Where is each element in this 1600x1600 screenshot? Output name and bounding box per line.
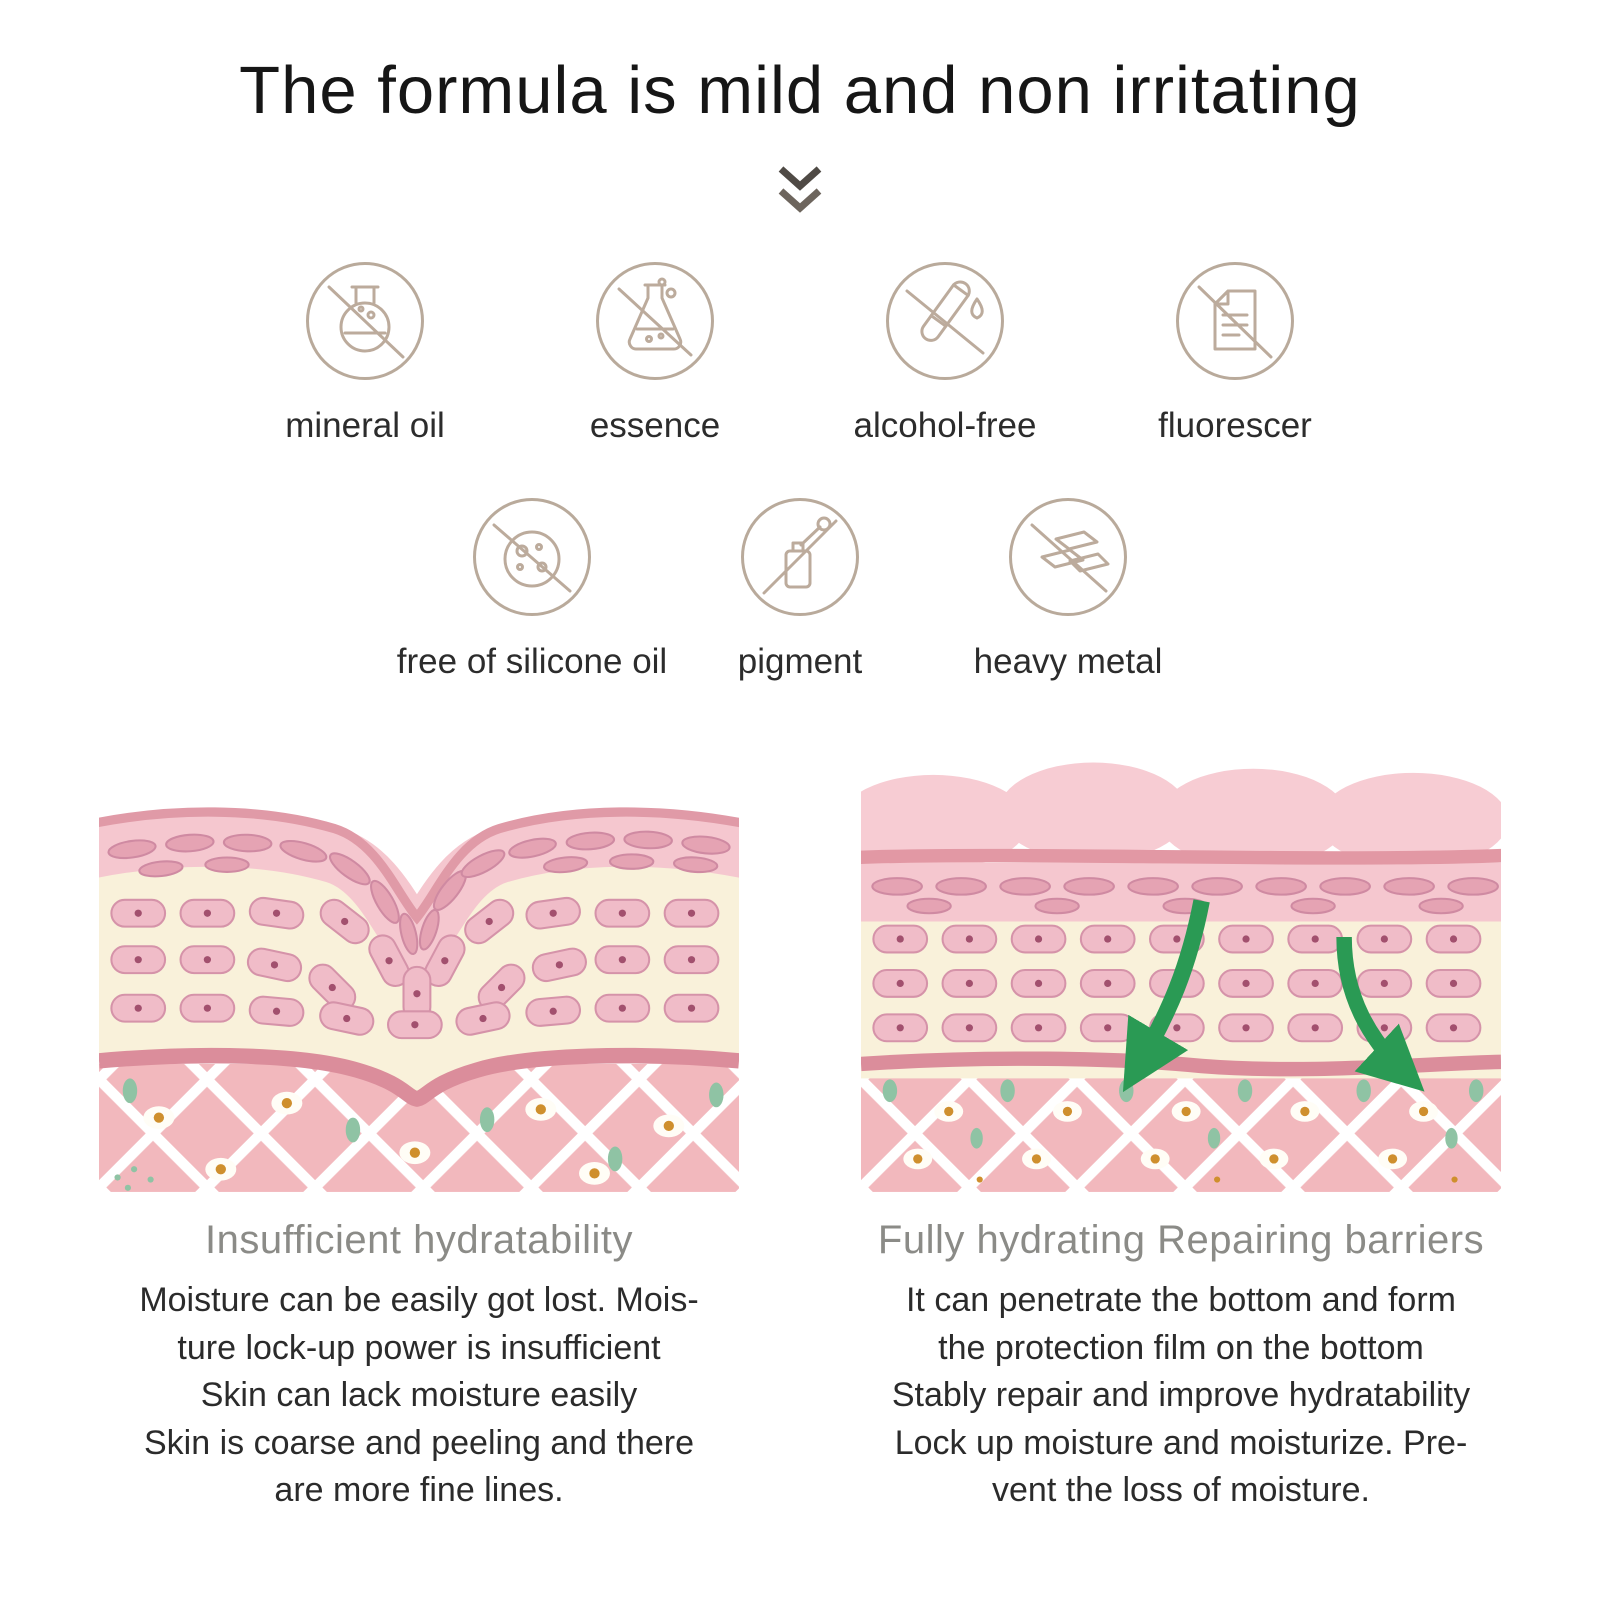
feature-heavy-metal: heavy metal xyxy=(934,498,1202,682)
feature-label: pigment xyxy=(737,642,863,681)
ingredient-icons-row-1: mineral oil essence xyxy=(0,262,1600,446)
panel-text: It can penetrate the bottom and form the… xyxy=(891,1281,1471,1510)
epidermis-cells xyxy=(107,830,731,956)
feature-silicone-oil: free of silicone oil xyxy=(396,498,668,682)
feature-label: alcohol-free xyxy=(853,406,1037,445)
dropper-bottle-icon xyxy=(741,498,859,616)
panel-fully-hydrating: Fully hydrating Repairing barriers It ca… xyxy=(836,748,1526,1515)
conical-flask-icon xyxy=(596,262,714,380)
lattice-decorations xyxy=(114,1078,724,1191)
comparison-panels: Insufficient hydratability Moisture can … xyxy=(0,748,1600,1515)
feature-label: heavy metal xyxy=(973,642,1163,681)
panel-heading: Fully hydrating Repairing barriers xyxy=(877,1218,1485,1262)
feature-pigment: pigment xyxy=(666,498,934,682)
skin-diagram-wrinkled xyxy=(99,748,739,1192)
document-icon xyxy=(1176,262,1294,380)
cell-nuclei xyxy=(134,909,696,1029)
ingredient-icons-row-2: free of silicone oil pigment xyxy=(0,498,1600,682)
round-flask-icon xyxy=(306,262,424,380)
double-chevron-down-icon xyxy=(778,166,822,213)
test-tube-icon xyxy=(886,262,1004,380)
feature-label: free of silicone oil xyxy=(396,642,668,681)
feature-fluorescer: fluorescer xyxy=(1090,262,1380,446)
feature-alcohol-free: alcohol-free xyxy=(800,262,1090,446)
feature-label: essence xyxy=(589,406,721,445)
chevron-down-icon xyxy=(0,163,1600,224)
panel-insufficient-hydratability: Insufficient hydratability Moisture can … xyxy=(74,748,764,1515)
panel-text: Moisture can be easily got lost. Mois- t… xyxy=(139,1281,699,1510)
page-title: The formula is mild and non irritating xyxy=(239,53,1361,128)
penetration-arrows-icon xyxy=(1122,899,1425,1093)
feature-label: mineral oil xyxy=(285,406,445,445)
metal-ingots-icon xyxy=(1009,498,1127,616)
lattice-decorations xyxy=(882,1079,1484,1183)
surface-bumps xyxy=(861,762,1501,870)
epidermis-cells xyxy=(871,877,1499,915)
feature-mineral-oil: mineral oil xyxy=(220,262,510,446)
feature-label: fluorescer xyxy=(1158,406,1312,445)
feature-essence: essence xyxy=(510,262,800,446)
petri-dish-icon xyxy=(473,498,591,616)
skin-diagram-hydrated xyxy=(861,762,1501,1192)
panel-heading: Insufficient hydratability xyxy=(204,1218,634,1262)
